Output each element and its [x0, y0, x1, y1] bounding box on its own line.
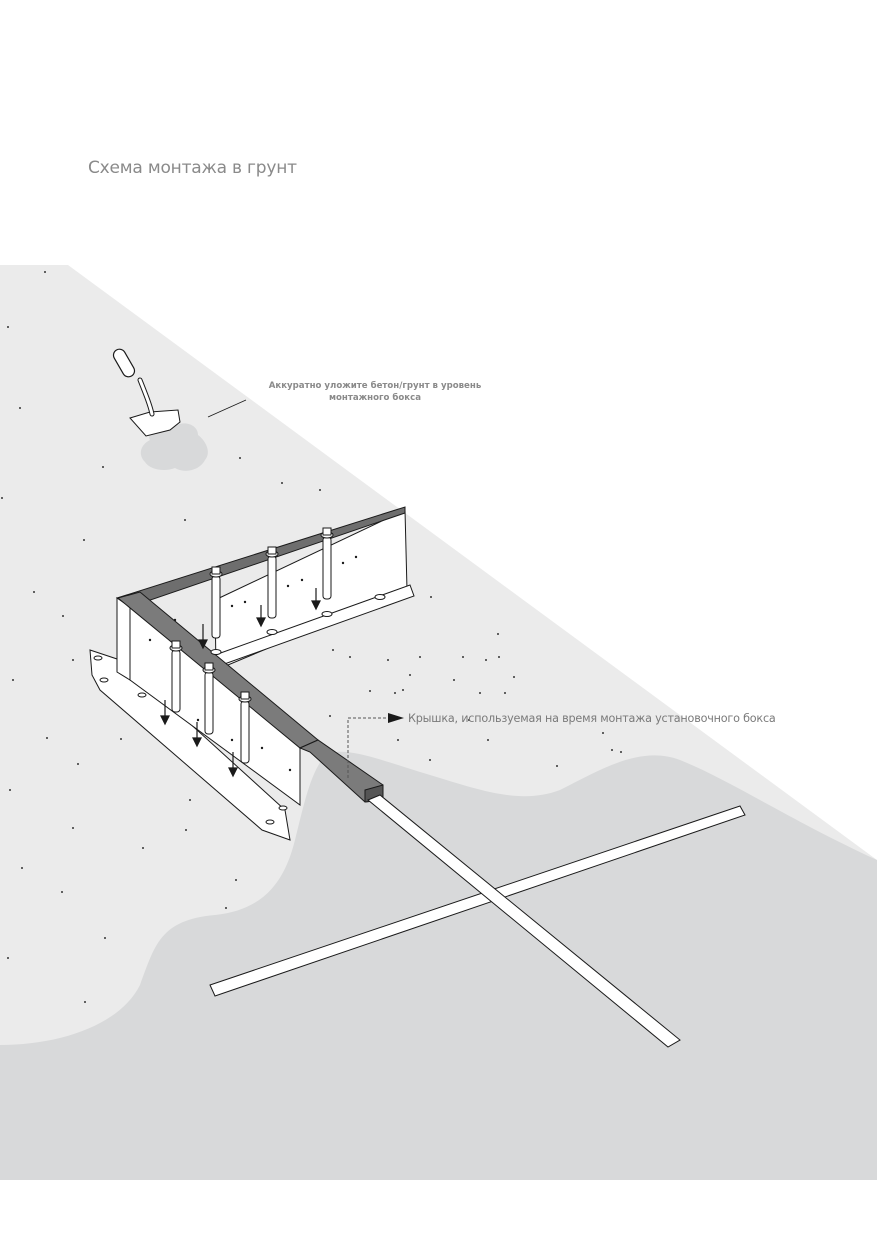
arrow-right-icon	[388, 713, 404, 723]
soil-note-line2: монтажного бокса	[328, 393, 422, 403]
cover-note: Крышка, используемая на время монтажа ус…	[408, 712, 776, 725]
soil-note: Аккуратно уложите бетон/грунт в уровень …	[240, 380, 510, 404]
expansion-joints	[209, 794, 746, 1048]
down-arrows	[160, 588, 321, 778]
flange-holes	[93, 594, 386, 825]
soil-dots	[1, 271, 622, 1003]
box-back-wall	[115, 506, 415, 671]
shovel-icon	[112, 348, 208, 471]
anchor-bolts-back	[209, 527, 334, 639]
soil-note-line1: Аккуратно уложите бетон/грунт в уровень	[268, 381, 482, 391]
anchor-bolts-front	[169, 640, 252, 764]
soil-note-leader	[207, 399, 247, 418]
cover-note-leader	[347, 713, 404, 778]
temporary-lid	[116, 591, 384, 803]
concrete-area	[0, 751, 877, 1180]
page-title: Схема монтажа в грунт	[88, 158, 297, 178]
